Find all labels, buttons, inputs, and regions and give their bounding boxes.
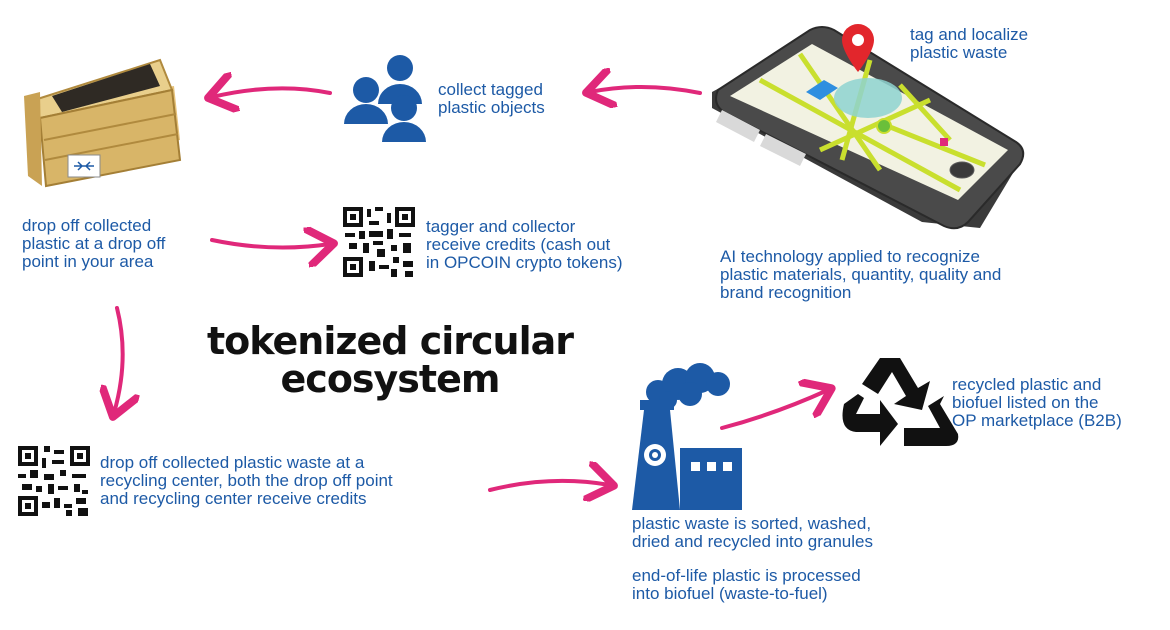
step-collect-label: collect tagged plastic objects	[438, 80, 545, 117]
recycle-icon	[842, 358, 959, 446]
arrow-center-to-factory	[488, 481, 610, 490]
step-sorted-label: plastic waste is sorted, washed, dried a…	[632, 514, 873, 551]
qr-code-icon	[18, 446, 90, 516]
step-biofuel-label: end-of-life plastic is processed into bi…	[632, 566, 861, 603]
smartphone-map-icon	[712, 26, 1025, 230]
diagram-title: tokenized circular ecosystem	[207, 319, 574, 401]
arrows	[114, 87, 828, 490]
arrow-phone-to-people	[590, 87, 702, 93]
step-marketplace-label: recycled plastic and biofuel listed on t…	[952, 375, 1122, 430]
step-dropoff-label: drop off collected plastic at a drop off…	[22, 216, 166, 271]
step-ai-label: AI technology applied to recognize plast…	[720, 247, 1002, 302]
dumpster-icon	[24, 58, 182, 188]
qr-code-icon	[343, 207, 415, 277]
step-tag-label: tag and localize plastic waste	[910, 25, 1029, 62]
arrow-dropoff-to-credits	[210, 240, 330, 247]
people-icon	[344, 55, 426, 142]
step-credits-label: tagger and collector receive credits (ca…	[426, 217, 623, 272]
map-pin-icon	[842, 24, 874, 72]
arrow-factory-to-recycle	[720, 390, 828, 430]
arrow-people-to-dumpster	[212, 88, 332, 97]
factory-icon	[632, 363, 742, 510]
arrow-dropoff-down	[114, 306, 123, 413]
step-recycling-center-label: drop off collected plastic waste at a re…	[100, 453, 393, 508]
